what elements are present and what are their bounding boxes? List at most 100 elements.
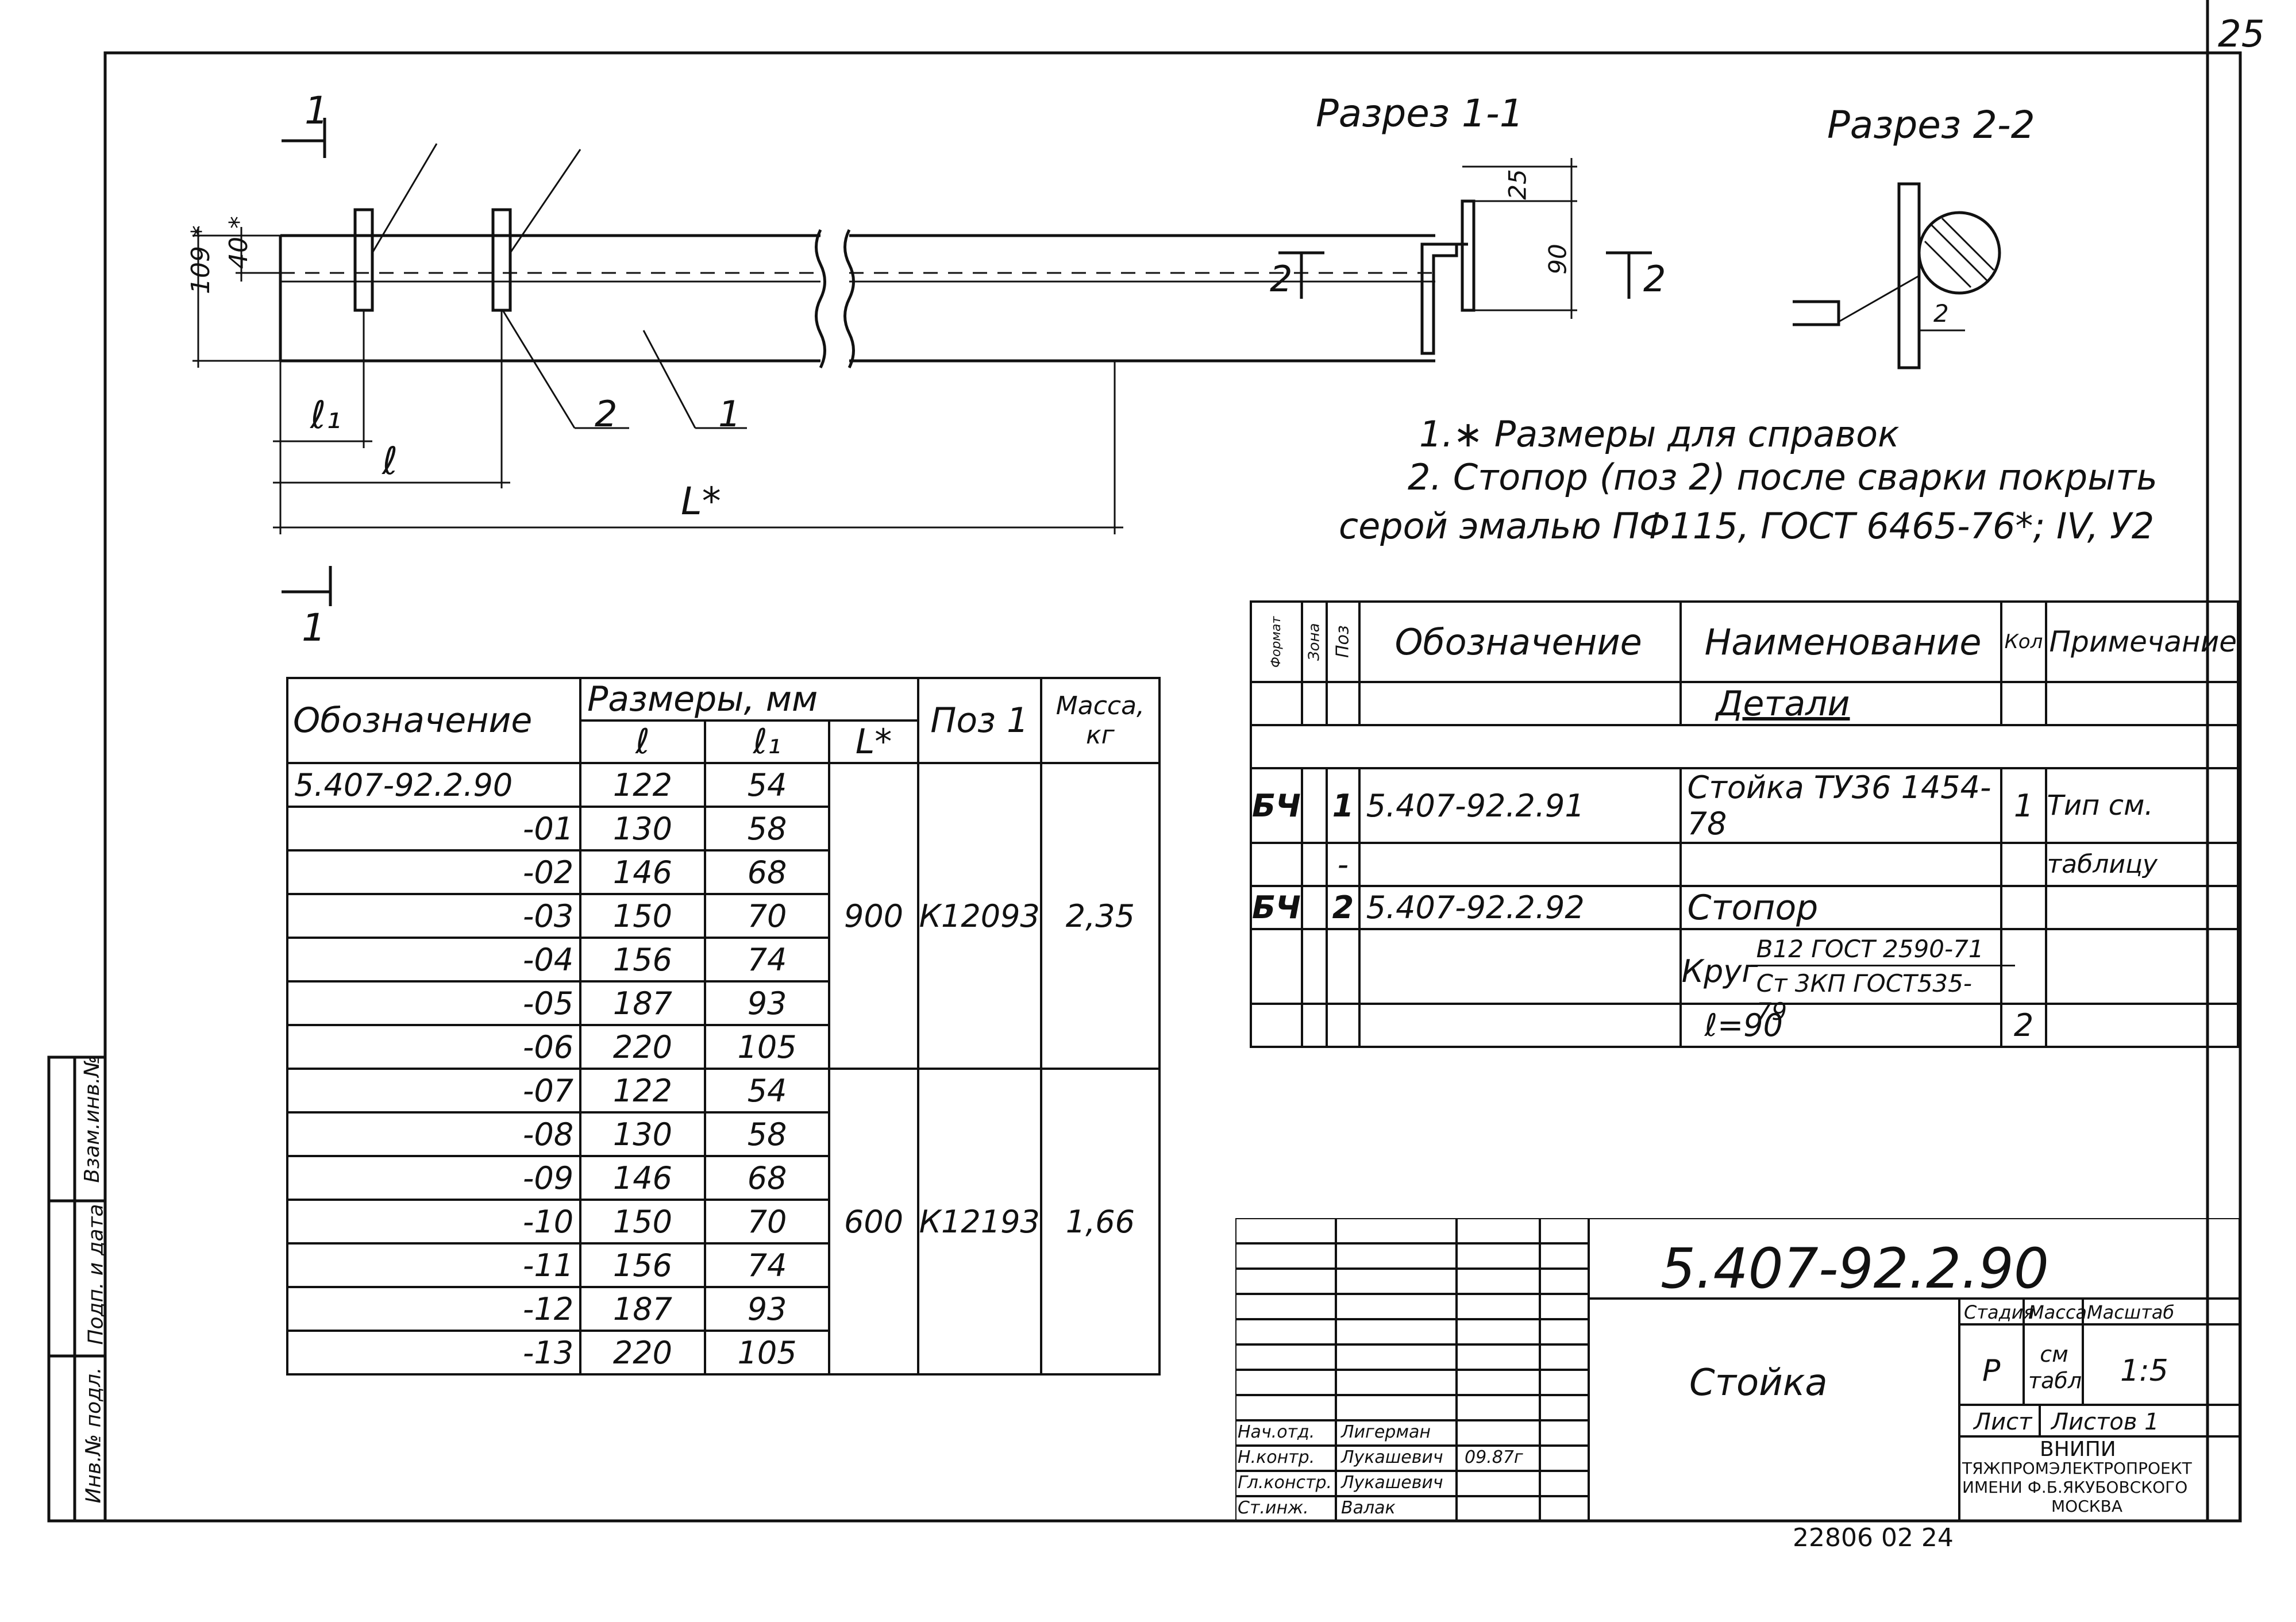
doc-number: 5.407-92.2.90 bbox=[1661, 1236, 2049, 1301]
group-L: 600 bbox=[828, 1068, 919, 1376]
row-l: 130 bbox=[579, 806, 706, 852]
row-designation: -08 bbox=[286, 1111, 582, 1157]
row-l1: 54 bbox=[703, 762, 831, 808]
title-block: 5.407-92.2.90 Стойка Стадия Масса Масшта… bbox=[1235, 1218, 2240, 1521]
r1-qty: 1 bbox=[2000, 767, 2047, 844]
note-3: серой эмалью ПФ115, ГОСТ 6465-76*; IV, У… bbox=[1339, 505, 2155, 547]
r1-pos: 1 bbox=[1326, 767, 1361, 844]
sheet: Лист bbox=[1974, 1409, 2032, 1435]
dim-109: 109 * bbox=[186, 225, 215, 294]
col-zone: Зона bbox=[1301, 602, 1327, 682]
r1-designation: 5.407-92.2.91 bbox=[1358, 767, 1682, 844]
row-designation: -04 bbox=[286, 937, 582, 983]
h-mass: Масса bbox=[2028, 1301, 2087, 1323]
stamp-replace: Взам.инв.№ bbox=[80, 1055, 104, 1183]
group-L: 900 bbox=[828, 762, 919, 1070]
section-1-1 bbox=[1278, 158, 1652, 355]
row-l1: 58 bbox=[703, 1111, 831, 1157]
r3-qty: 2 bbox=[2000, 1003, 2047, 1048]
section-parts: Детали bbox=[1679, 681, 2003, 726]
stamp-signature: Подп. и дата bbox=[84, 1204, 108, 1345]
specification-table: Формат Зона Поз Обозначение Наименование… bbox=[1250, 600, 2240, 1048]
section-mark-left: 2 bbox=[1270, 258, 1293, 300]
sheet-frame bbox=[103, 51, 2242, 1523]
r2-designation: 5.407-92.2.92 bbox=[1358, 885, 1682, 930]
mass: см табл bbox=[2028, 1342, 2082, 1393]
stamp-inventory: Инв.№ подл. bbox=[82, 1367, 106, 1504]
org-4: МОСКВА bbox=[2051, 1497, 2122, 1516]
row-l1: 93 bbox=[703, 980, 831, 1026]
r1b-note: таблицу bbox=[2044, 842, 2240, 887]
bottom-code: 22806 02 24 bbox=[1793, 1523, 1954, 1552]
row-l: 130 bbox=[579, 1111, 706, 1157]
row-l1: 70 bbox=[703, 1199, 831, 1245]
row-l: 187 bbox=[579, 1286, 706, 1332]
row-l1: 105 bbox=[703, 1024, 831, 1070]
row-designation: -01 bbox=[286, 806, 582, 852]
row-designation: -12 bbox=[286, 1286, 582, 1332]
part-name: Стойка bbox=[1689, 1362, 1828, 1404]
row-l: 146 bbox=[579, 1155, 706, 1201]
row-designation: -11 bbox=[286, 1242, 582, 1288]
col-designation: Обозначение bbox=[286, 677, 582, 764]
section-2-2 bbox=[1793, 182, 2001, 369]
col-l1: ℓ₁ bbox=[703, 719, 831, 764]
row-l1: 58 bbox=[703, 806, 831, 852]
role-name: Лукашевич bbox=[1341, 1447, 1443, 1467]
r1b-pos: - bbox=[1326, 842, 1361, 887]
dim-l: ℓ bbox=[382, 439, 398, 483]
col-pos: Поз 1 bbox=[916, 677, 1042, 764]
row-l1: 68 bbox=[703, 1155, 831, 1201]
side-stamp-box bbox=[47, 1055, 107, 1523]
col-name: Наименование bbox=[1679, 600, 2003, 683]
r1-name: Стойка ТУ36 1454-78 bbox=[1679, 767, 2003, 844]
role-name: Валак bbox=[1341, 1498, 1396, 1518]
row-l: 150 bbox=[579, 1199, 706, 1245]
role-role: Гл.констр. bbox=[1238, 1473, 1332, 1493]
group-pos: К12193 bbox=[916, 1068, 1042, 1376]
role-date: 09.87г bbox=[1465, 1447, 1523, 1467]
dim-40: 40 * bbox=[224, 216, 253, 269]
callout-1: 1 bbox=[718, 393, 741, 435]
scale: 1:5 bbox=[2120, 1354, 2168, 1388]
row-designation: 5.407-92.2.90 bbox=[286, 762, 582, 808]
row-l1: 93 bbox=[703, 1286, 831, 1332]
r3-name: ℓ=90 bbox=[1679, 1003, 2003, 1048]
h-stage: Стадия bbox=[1964, 1301, 2035, 1323]
section-mark-right: 2 bbox=[1643, 258, 1666, 300]
role-role: Н.контр. bbox=[1238, 1447, 1315, 1467]
row-designation: -10 bbox=[286, 1199, 582, 1245]
row-designation: -06 bbox=[286, 1024, 582, 1070]
org-3: ИМЕНИ Ф.Б.ЯКУБОВСКОГО bbox=[1962, 1478, 2188, 1497]
row-l: 187 bbox=[579, 980, 706, 1026]
org-2: ТЯЖПРОМЭЛЕКТРОПРОЕКТ bbox=[1962, 1459, 2192, 1478]
row-l: 146 bbox=[579, 849, 706, 895]
section-mark-top: 1 bbox=[305, 88, 329, 133]
row-designation: -03 bbox=[286, 893, 582, 939]
note-1: 1.∗ Размеры для справок bbox=[1419, 413, 1900, 455]
row-l: 122 bbox=[579, 1068, 706, 1114]
row-l: 156 bbox=[579, 1242, 706, 1288]
group-pos: К12093 bbox=[916, 762, 1042, 1070]
row-l: 220 bbox=[579, 1330, 706, 1376]
h-scale: Масштаб bbox=[2087, 1301, 2175, 1323]
role-role: Нач.отд. bbox=[1238, 1422, 1315, 1442]
dim-L: L* bbox=[681, 479, 721, 523]
krug-bot: Ст 3КП ГОСТ535-79 bbox=[1756, 969, 1973, 1026]
row-l1: 74 bbox=[703, 937, 831, 983]
row-l1: 105 bbox=[703, 1330, 831, 1376]
col-qty: Кол bbox=[2000, 600, 2047, 683]
col-format: Формат bbox=[1251, 602, 1302, 682]
col-L: L* bbox=[828, 719, 919, 764]
